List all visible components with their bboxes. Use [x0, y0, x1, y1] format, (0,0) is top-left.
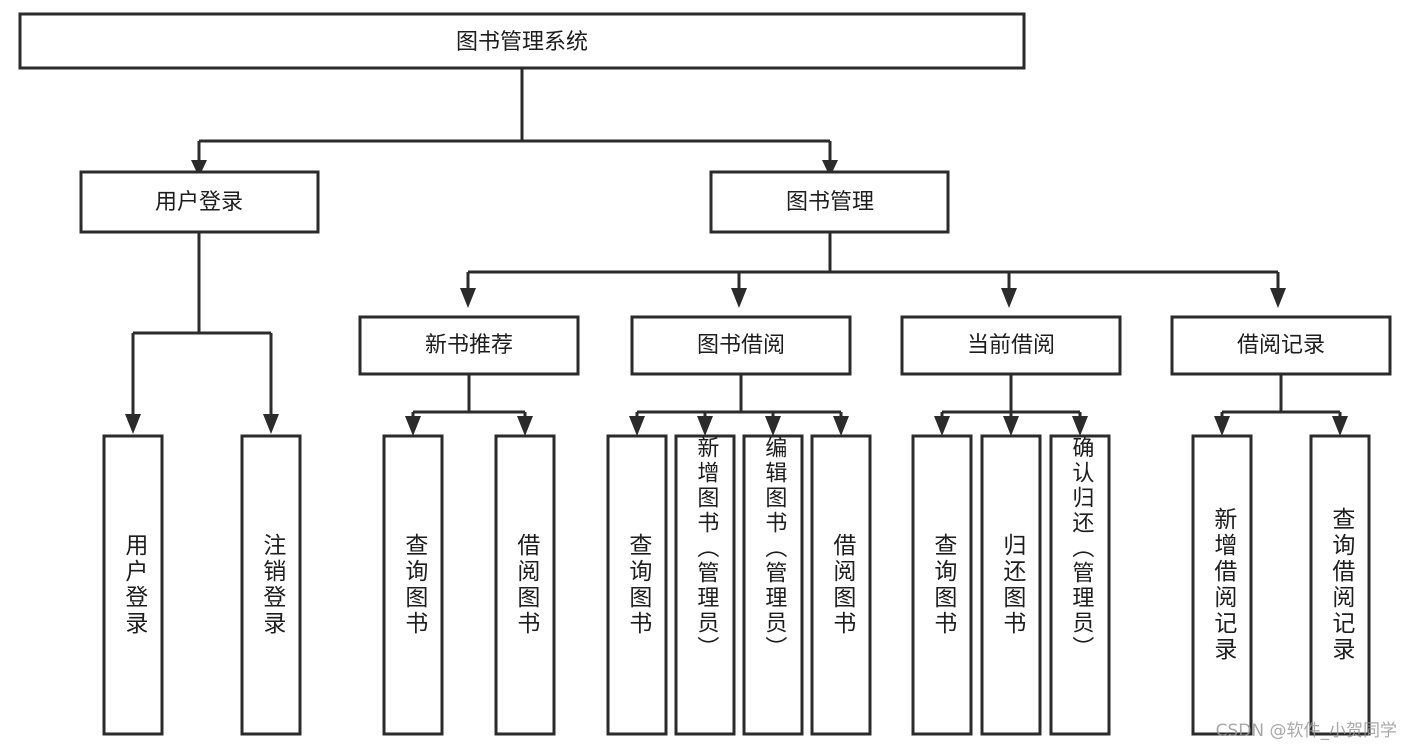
node-current-borrow-label: 当前借阅: [967, 333, 1055, 358]
node-new-book-recommend-label: 新书推荐: [425, 333, 513, 358]
arrowhead-book-borrow: [731, 288, 747, 308]
arrowhead-borrow-record: [1270, 288, 1286, 308]
node-user-login-rect[interactable]: [79, 170, 320, 234]
leaf-bb-edit-rect[interactable]: [742, 434, 804, 736]
leaf-bb-borrow-rect[interactable]: [810, 434, 872, 736]
node-book-borrow-rect[interactable]: [630, 315, 852, 376]
arrowhead-cb-1: [934, 416, 950, 436]
node-root-rect[interactable]: [18, 12, 1026, 70]
arrowhead-bb-3: [765, 416, 781, 436]
arrowhead-leaf-user-login: [125, 414, 141, 434]
node-book-manage[interactable]: 图书管理: [709, 170, 950, 234]
arrowhead-br-1: [1214, 416, 1230, 436]
node-new-book-recommend[interactable]: 新书推荐: [358, 315, 580, 376]
leaf-cb-return-rect[interactable]: [980, 434, 1042, 736]
node-book-borrow-label: 图书借阅: [697, 333, 785, 358]
arrowhead-bb-4: [833, 416, 849, 436]
leaf-user-login-rect[interactable]: [102, 434, 164, 736]
node-root[interactable]: 图书管理系统: [18, 12, 1026, 70]
arrowhead-book-manage: [822, 160, 838, 177]
node-book-manage-label: 图书管理: [786, 190, 874, 215]
arrowhead-nbr-1: [405, 416, 421, 436]
node-book-manage-rect[interactable]: [709, 170, 950, 234]
leaf-cb-confirm-rect[interactable]: [1049, 434, 1111, 736]
arrowhead-user-login: [191, 160, 207, 177]
node-borrow-record-rect[interactable]: [1170, 315, 1392, 376]
node-book-borrow[interactable]: 图书借阅: [630, 315, 852, 376]
arrowhead-nbr-2: [517, 416, 533, 436]
leaf-br-query-rect[interactable]: [1309, 434, 1371, 736]
node-user-login-label: 用户登录: [155, 190, 243, 215]
leaf-bb-add-rect[interactable]: [674, 434, 736, 736]
arrowhead-br-2: [1332, 416, 1348, 436]
arrowhead-bb-2: [697, 416, 713, 436]
arrowhead-cb-3: [1072, 416, 1088, 436]
leaf-logout-rect[interactable]: [240, 434, 302, 736]
node-root-label: 图书管理系统: [456, 30, 588, 55]
arrowhead-cb-2: [1003, 416, 1019, 436]
leaf-br-add-rect[interactable]: [1191, 434, 1253, 736]
node-current-borrow-rect[interactable]: [900, 315, 1122, 376]
arrowhead-bb-1: [629, 416, 645, 436]
node-new-book-recommend-rect[interactable]: [358, 315, 580, 376]
node-current-borrow[interactable]: 当前借阅: [900, 315, 1122, 376]
node-borrow-record-label: 借阅记录: [1237, 333, 1325, 358]
leaf-nbr-query-rect[interactable]: [382, 434, 444, 736]
leaf-bb-query-rect[interactable]: [606, 434, 668, 736]
node-user-login[interactable]: 用户登录: [79, 170, 320, 234]
arrowhead-new-book: [460, 288, 476, 308]
csdn-watermark: CSDN @软件_小贺同学: [1215, 721, 1397, 741]
arrowhead-leaf-logout: [263, 414, 279, 434]
node-borrow-record[interactable]: 借阅记录: [1170, 315, 1392, 376]
leaf-nbr-borrow-rect[interactable]: [494, 434, 556, 736]
leaf-cb-query-rect[interactable]: [911, 434, 973, 736]
arrowhead-current-borrow: [1001, 288, 1017, 308]
